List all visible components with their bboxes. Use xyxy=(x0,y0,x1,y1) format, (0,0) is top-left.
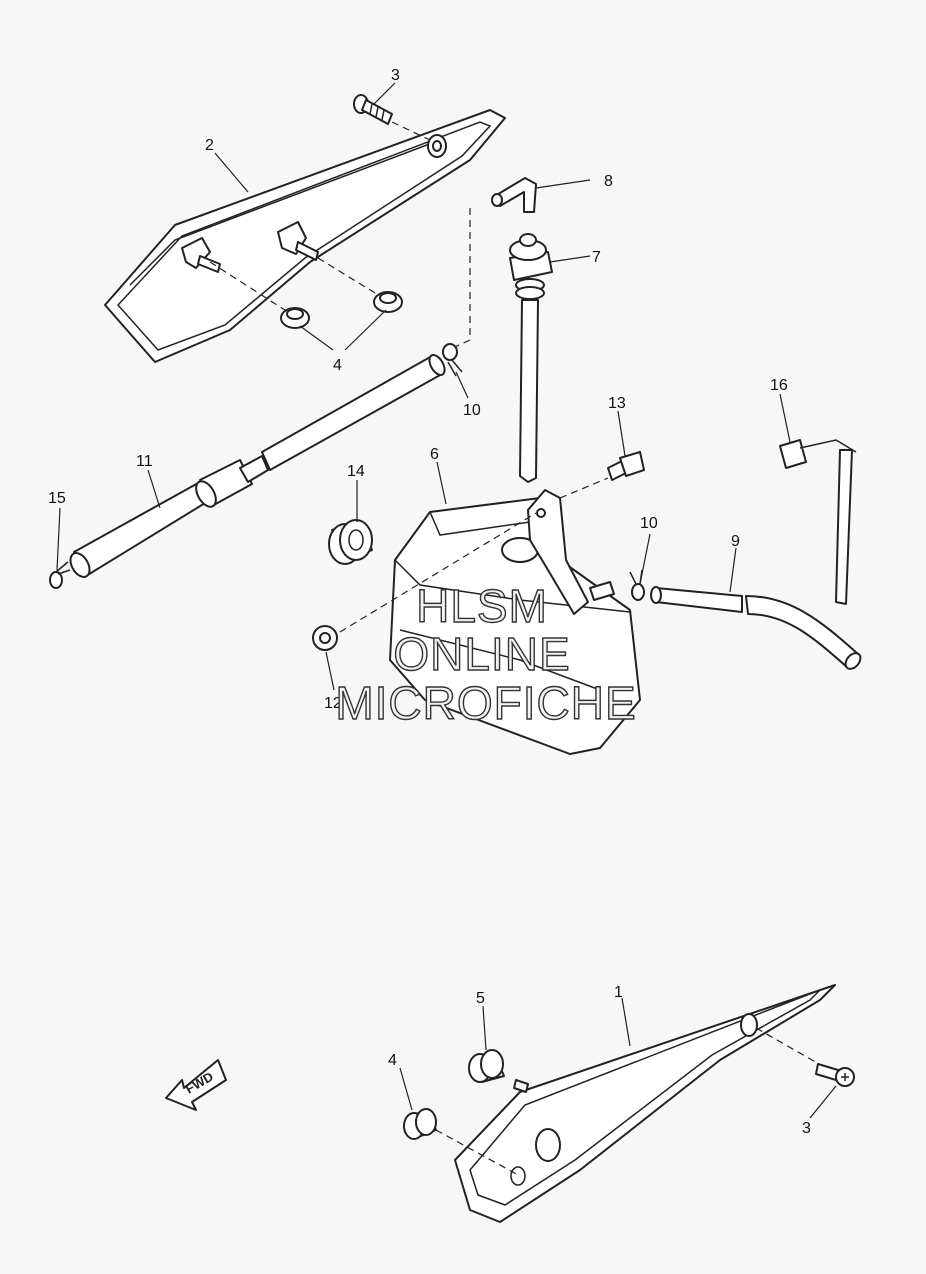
callout-9: 9 xyxy=(731,533,740,550)
clip-upper xyxy=(442,343,463,377)
callout-2: 2 xyxy=(205,137,214,154)
callout-3-lower: 3 xyxy=(802,1120,811,1137)
screw-lower xyxy=(815,1063,855,1087)
callout-7: 7 xyxy=(592,249,601,266)
callout-4-upper: 4 xyxy=(333,357,342,374)
callout-4-lower: 4 xyxy=(388,1052,397,1069)
clip-right xyxy=(629,569,645,601)
watermark-line-2: ONLINE xyxy=(393,628,570,680)
watermark-line-1: HLSM xyxy=(416,580,548,632)
callout-5: 5 xyxy=(476,990,485,1007)
clip-left xyxy=(49,561,71,589)
hose-band xyxy=(779,439,857,605)
callout-10-upper: 10 xyxy=(463,402,481,419)
callout-3-upper: 3 xyxy=(391,67,400,84)
level-gauge xyxy=(519,299,539,483)
grommet-upper-2 xyxy=(373,291,403,313)
callout-11: 11 xyxy=(136,453,153,470)
callout-15: 15 xyxy=(48,490,66,507)
callout-13: 13 xyxy=(608,395,626,412)
callout-16: 16 xyxy=(770,377,788,394)
breather-hose xyxy=(69,354,446,578)
callout-6: 6 xyxy=(430,446,439,463)
watermark: HLSM ONLINE MICROFICHE xyxy=(335,579,637,729)
callout-8: 8 xyxy=(604,173,613,190)
bolt xyxy=(607,451,645,481)
oil-tank xyxy=(389,489,641,755)
tank-cap xyxy=(509,233,553,300)
grommet-lower-4 xyxy=(403,1108,437,1140)
grommet-lower-5 xyxy=(468,1049,529,1093)
forward-arrow-icon: FWD xyxy=(165,1059,227,1111)
watermark-line-3: MICROFICHE xyxy=(335,677,636,729)
grommet-upper-1 xyxy=(280,307,310,329)
callout-14: 14 xyxy=(347,463,365,480)
callout-10-right: 10 xyxy=(640,515,658,532)
callout-12: 12 xyxy=(324,695,342,712)
oil-hose xyxy=(650,586,862,670)
side-cover-lower xyxy=(454,984,836,1223)
callout-1: 1 xyxy=(614,984,623,1001)
tank-grommet xyxy=(328,519,373,565)
screw-upper xyxy=(353,94,393,125)
side-cover-upper xyxy=(104,109,506,363)
breather-elbow xyxy=(491,177,537,213)
damper xyxy=(312,625,338,651)
leader-lines xyxy=(56,82,837,1119)
callout-labels: 3 2 8 7 4 10 16 13 11 6 14 15 10 9 12 1 … xyxy=(48,67,811,1137)
